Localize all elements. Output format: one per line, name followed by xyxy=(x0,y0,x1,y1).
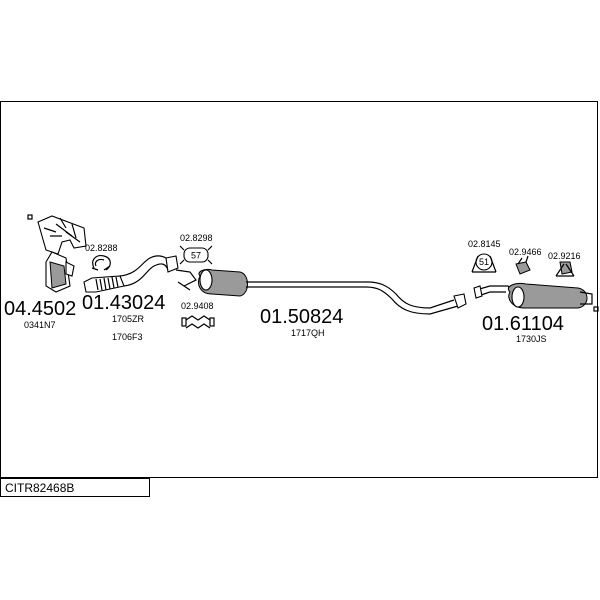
clamp-ring-drawing[interactable] xyxy=(91,255,111,271)
part-code-rear-silencer: 1730JS xyxy=(516,334,547,344)
part-number-rear-silencer: 01.61104 xyxy=(482,313,564,335)
accessory-label-9408: 02.9408 xyxy=(181,301,214,311)
badge-clamp: 57 xyxy=(191,251,201,261)
part-number-catalytic: 04.4502 xyxy=(4,298,76,320)
part-code-catalytic: 0341N7 xyxy=(24,320,56,330)
part-code-middle-silencer: 1717QH xyxy=(291,328,325,338)
part-code-front-pipe-2: 1706F3 xyxy=(112,332,143,342)
marker-square xyxy=(593,306,599,312)
accessory-label-8298: 02.8298 xyxy=(180,233,213,243)
badge-hanger: 51 xyxy=(479,257,489,267)
front-pipe-drawing[interactable] xyxy=(83,255,179,293)
part-number-front-pipe: 01.43024 xyxy=(82,292,165,314)
hanger-51-drawing[interactable]: 51 xyxy=(471,253,497,273)
marker-square xyxy=(27,214,33,220)
accessory-label-8145: 02.8145 xyxy=(468,239,501,249)
part-code-front-pipe-1: 1705ZR xyxy=(112,314,145,324)
hanger-bracket-drawing[interactable] xyxy=(555,261,575,277)
middle-silencer-drawing[interactable] xyxy=(175,269,467,315)
reference-code: CITR82468B xyxy=(5,481,75,495)
clamp-57-drawing[interactable]: 57 xyxy=(179,245,213,265)
catalytic-converter-drawing[interactable] xyxy=(37,215,87,293)
rear-silencer-drawing[interactable] xyxy=(473,283,593,309)
accessory-label-9466: 02.9466 xyxy=(509,247,542,257)
diagram-frame xyxy=(0,101,598,478)
accessory-label-8288: 02.8288 xyxy=(85,243,118,253)
accessory-label-9216: 02.9216 xyxy=(548,251,581,261)
reference-box: CITR82468B xyxy=(0,478,150,497)
rubber-mount-drawing[interactable] xyxy=(515,255,531,275)
part-number-middle-silencer: 01.50824 xyxy=(260,306,343,328)
gasket-pair-drawing[interactable] xyxy=(181,315,215,329)
